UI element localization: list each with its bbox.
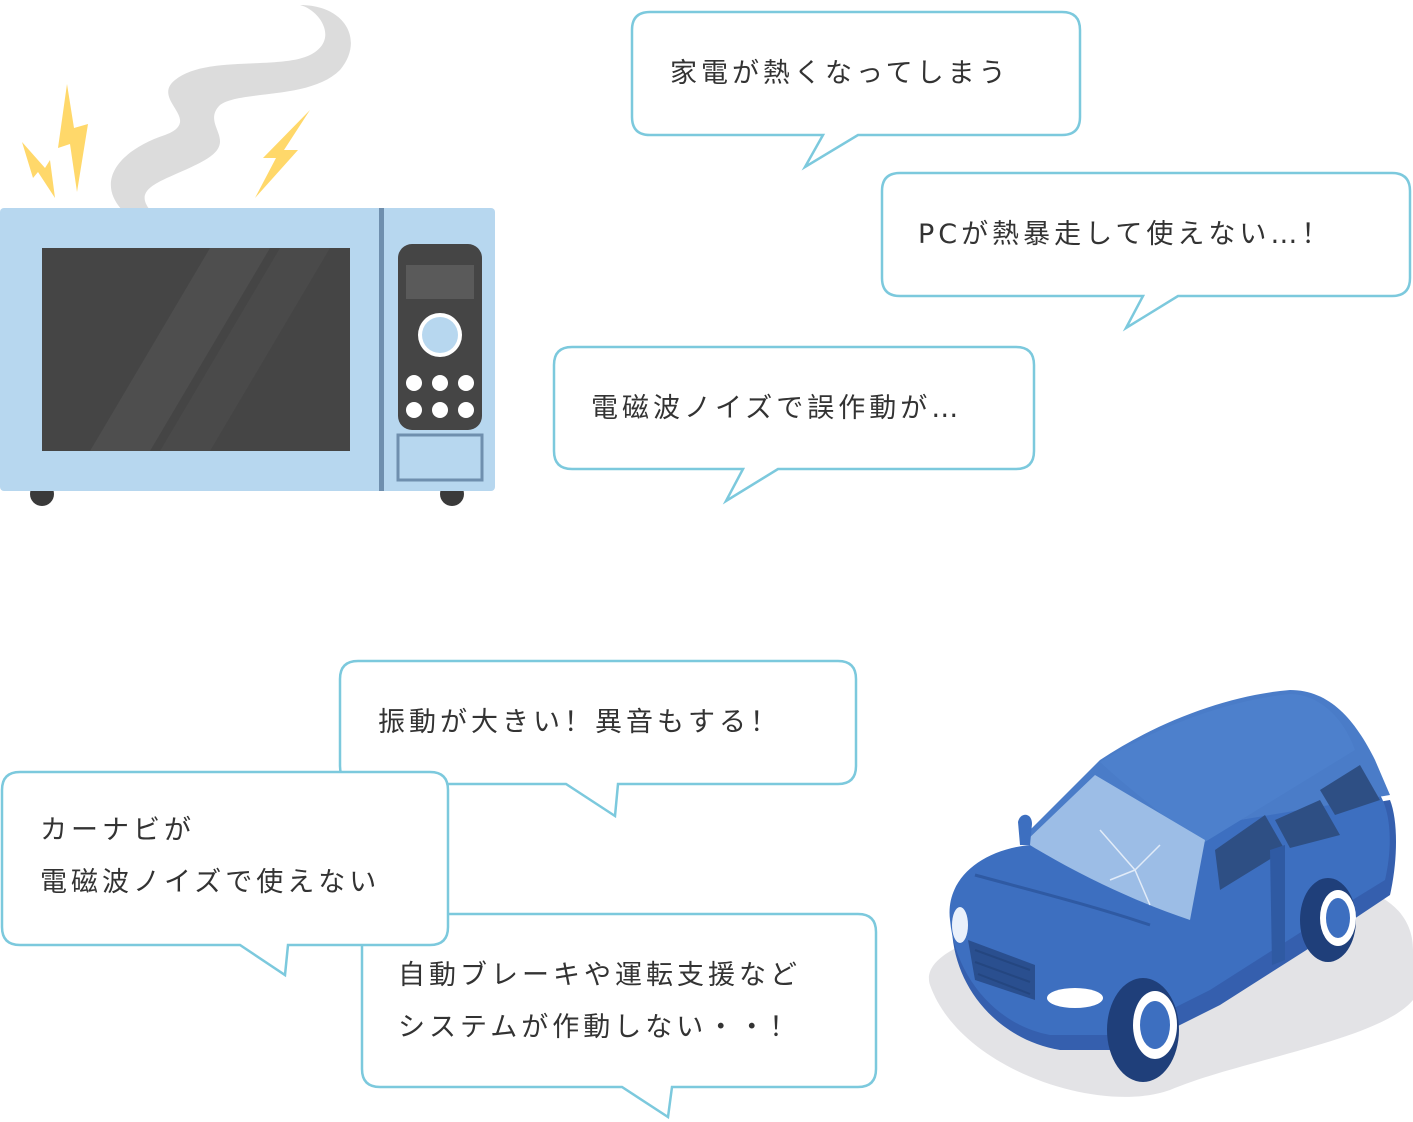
bubble-line: システムが作動しない・・！ — [398, 1012, 801, 1043]
bubble-line: 自動ブレーキや運転支援など — [398, 960, 801, 991]
bubble-line: PCが熱暴走して使えない…！ — [918, 219, 1333, 250]
bubble-line: カーナビが — [40, 815, 195, 846]
bubble-line: 電磁波ノイズで誤作動が… — [591, 393, 963, 424]
bubble-pc-overheat-text: PCが熱暴走して使えない…！ — [918, 209, 1332, 261]
microwave-icon — [0, 5, 495, 506]
bubble-vibration-text: 振動が大きい！異音もする！ — [378, 697, 781, 749]
bubble-auto-brake-text: 自動ブレーキや運転支援など システムが作動しない・・！ — [398, 950, 801, 1054]
lightning-icon — [58, 84, 88, 192]
bubble-line: 家電が熱くなってしまう — [670, 58, 1010, 89]
bubble-car-navi — [0, 770, 450, 978]
smoke-icon — [110, 5, 351, 210]
car-icon — [928, 690, 1413, 1097]
bubble-vibration — [338, 659, 858, 819]
lightning-icon — [255, 110, 310, 198]
bubble-car-navi-text: カーナビが 電磁波ノイズで使えない — [40, 805, 380, 909]
bubble-pc-overheat — [880, 171, 1412, 332]
lightning-icon — [22, 142, 55, 198]
bubble-line: 電磁波ノイズで使えない — [40, 867, 381, 898]
bubble-emi-malfunction — [552, 345, 1036, 505]
bubble-appliance-heat — [630, 10, 1082, 171]
bubble-line: 振動が大きい！異音もする！ — [378, 707, 781, 738]
bubble-emi-malfunction-text: 電磁波ノイズで誤作動が… — [591, 383, 962, 435]
bubble-appliance-heat-text: 家電が熱くなってしまう — [670, 48, 1010, 100]
